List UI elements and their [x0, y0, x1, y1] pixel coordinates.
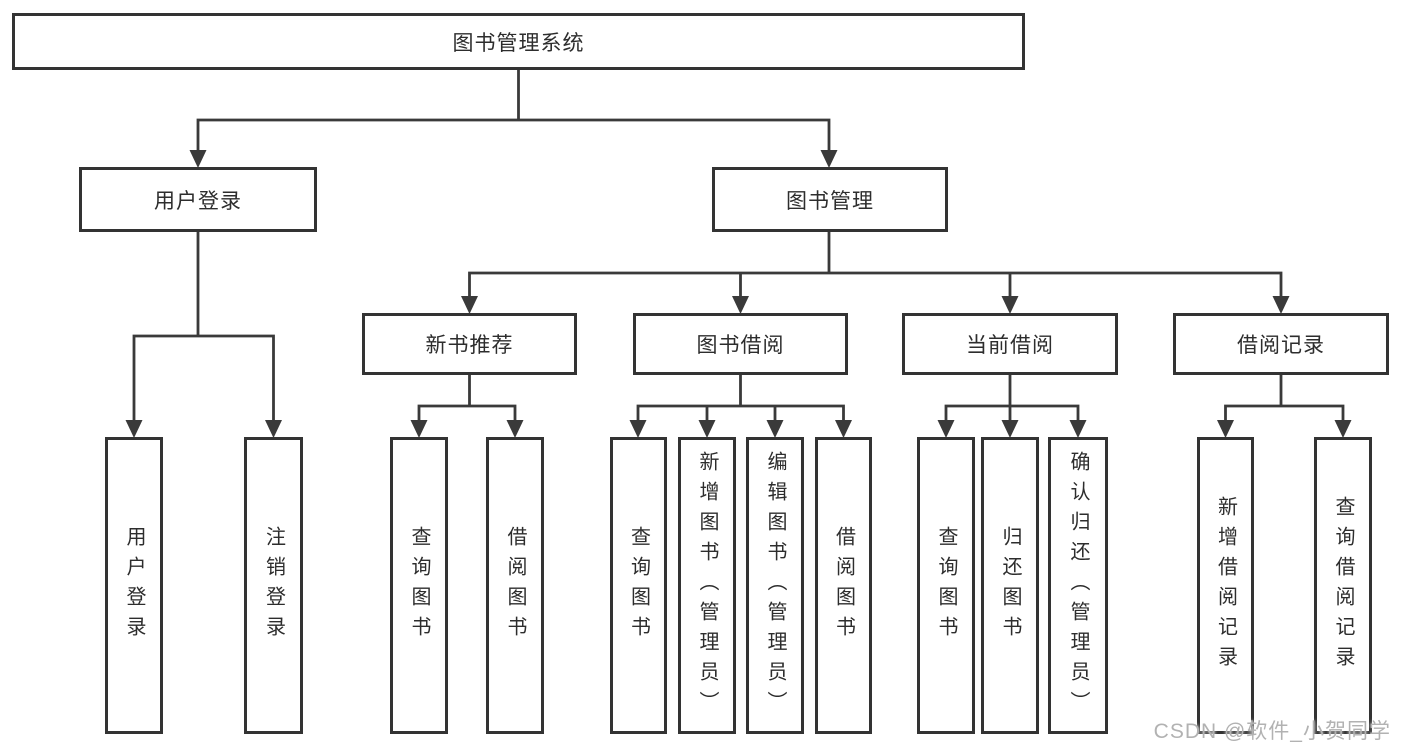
- leaf-node-user-login: 用户登录: [105, 437, 163, 734]
- node-label: 查询图书: [935, 525, 957, 646]
- node-label: 图书借阅: [696, 334, 785, 357]
- node-label: 用户登录: [154, 189, 242, 213]
- node-label: 图书管理系统: [452, 31, 585, 55]
- leaf-node-logout-login: 注销登录: [244, 437, 303, 734]
- leaf-node-add-borrow-record: 新增借阅记录: [1197, 437, 1254, 734]
- node-book-management: 图书管理: [712, 167, 948, 232]
- node-label: 借阅图书: [504, 525, 526, 646]
- node-label: 当前借阅: [966, 334, 1054, 357]
- node-label: 查询图书: [627, 525, 650, 646]
- node-label: 新增借阅记录: [1214, 495, 1237, 676]
- node-label: 查询借阅记录: [1332, 495, 1354, 676]
- leaf-node-edit-book-admin: 编辑图书（管理员）: [746, 437, 804, 734]
- node-library-system: 图书管理系统: [12, 13, 1025, 70]
- csdn-watermark: CSDN @软件_小贺同学: [1153, 720, 1391, 743]
- leaf-node-query-books: 查询图书: [390, 437, 448, 734]
- node-book-borrow: 图书借阅: [633, 313, 848, 375]
- leaf-node-query-borrow-record: 查询借阅记录: [1314, 437, 1372, 734]
- node-label: 归还图书: [999, 525, 1021, 646]
- node-label: 用户登录: [123, 525, 145, 646]
- leaf-node-confirm-return-admin: 确认归还（管理员）: [1048, 437, 1108, 734]
- leaf-node-return-book: 归还图书: [981, 437, 1039, 734]
- node-label: 编辑图书（管理员）: [764, 450, 786, 721]
- leaf-node-add-book-admin: 新增图书（管理员）: [678, 437, 736, 734]
- node-label: 新增图书（管理员）: [696, 450, 718, 721]
- node-label: 借阅图书: [832, 525, 855, 646]
- node-label: 查询图书: [408, 525, 430, 646]
- node-label: 新书推荐: [425, 334, 514, 357]
- leaf-node-borrow-books: 借阅图书: [815, 437, 872, 734]
- leaf-node-query-books: 查询图书: [610, 437, 667, 734]
- leaf-node-borrow-books: 借阅图书: [486, 437, 544, 734]
- arrowheads: [125, 150, 1352, 438]
- node-borrow-records: 借阅记录: [1173, 313, 1389, 375]
- node-label: 确认归还（管理员）: [1067, 450, 1089, 721]
- node-new-book-recommend: 新书推荐: [362, 313, 577, 375]
- node-label: 图书管理: [786, 189, 874, 213]
- node-user-login: 用户登录: [79, 167, 317, 232]
- leaf-node-query-books: 查询图书: [917, 437, 975, 734]
- node-label: 借阅记录: [1237, 334, 1325, 357]
- node-label: 注销登录: [262, 525, 285, 646]
- node-current-borrow: 当前借阅: [902, 313, 1118, 375]
